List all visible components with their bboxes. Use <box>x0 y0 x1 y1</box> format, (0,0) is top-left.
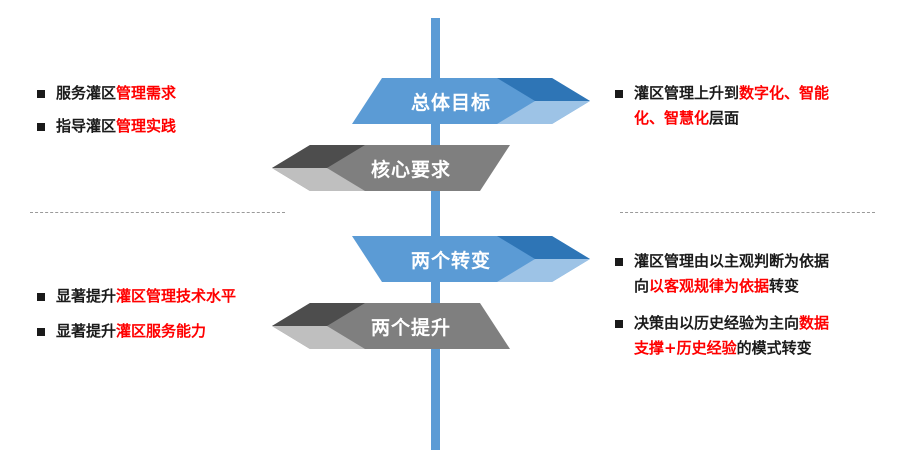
bullet-highlight: 灌区管理技术水平 <box>116 287 237 305</box>
bullet-square-icon <box>37 293 45 301</box>
bullet-square-icon <box>615 320 623 328</box>
bullet-text: 指导灌区 <box>56 117 117 135</box>
sign-requirement: 核心要求 <box>272 145 510 191</box>
list-item: 决策由以历史经验为主向数据 支撑+历史经验的模式转变 <box>612 311 892 361</box>
bullet-highlight: 以客观规律为依据 <box>649 277 770 295</box>
bullet-text: 显著提升 <box>56 322 117 340</box>
sign-improve-shape <box>272 303 510 349</box>
list-item: 服务灌区管理需求 <box>34 81 176 106</box>
bullet-highlight: 管理实践 <box>116 117 177 135</box>
bullet-square-icon <box>37 328 45 336</box>
bullet-square-icon <box>615 258 623 266</box>
sign-transform-label: 两个转变 <box>410 249 491 272</box>
sign-improve-label: 两个提升 <box>370 316 451 339</box>
sign-goal-label: 总体目标 <box>410 91 491 114</box>
bullet-square-icon <box>37 123 45 131</box>
bullet-text: 的模式转变 <box>736 339 812 357</box>
sign-goal-shape <box>352 78 590 124</box>
left-bottom-list: 显著提升灌区管理技术水平 显著提升灌区服务能力 <box>34 284 236 344</box>
divider-left <box>30 212 285 213</box>
bullet-text: 显著提升 <box>56 287 117 305</box>
sign-improve: 两个提升 <box>272 303 510 349</box>
bullet-text: 灌区管理上升到 <box>634 84 740 102</box>
bullet-highlight: 支撑+历史经验 <box>634 339 737 357</box>
right-bottom-list: 灌区管理由以主观判断为依据 向以客观规律为依据转变 决策由以历史经验为主向数据 … <box>612 249 892 361</box>
right-top-list: 灌区管理上升到数字化、智能 化、智慧化层面 <box>612 81 892 131</box>
bullet-text: 灌区管理由以主观判断为依据 <box>634 252 830 270</box>
bullet-text: 层面 <box>709 109 740 127</box>
bullet-highlight: 数字化、智能 <box>739 84 830 102</box>
bullet-square-icon <box>37 90 45 98</box>
list-item: 显著提升灌区服务能力 <box>34 319 236 344</box>
sign-goal: 总体目标 <box>352 78 590 124</box>
bullet-highlight: 数据 <box>799 314 830 332</box>
list-item: 指导灌区管理实践 <box>34 114 176 139</box>
list-item: 显著提升灌区管理技术水平 <box>34 284 236 309</box>
signpost-pole <box>431 18 440 450</box>
sign-requirement-shape <box>272 145 510 191</box>
sign-transform-shape <box>352 236 590 282</box>
left-top-list: 服务灌区管理需求 指导灌区管理实践 <box>34 81 176 139</box>
bullet-text: 向 <box>634 277 650 295</box>
list-item: 灌区管理上升到数字化、智能 化、智慧化层面 <box>612 81 892 131</box>
bullet-highlight: 灌区服务能力 <box>116 322 207 340</box>
list-item: 灌区管理由以主观判断为依据 向以客观规律为依据转变 <box>612 249 892 299</box>
bullet-text: 服务灌区 <box>56 84 117 102</box>
bullet-highlight: 管理需求 <box>116 84 177 102</box>
bullet-square-icon <box>615 90 623 98</box>
bullet-text: 决策由以历史经验为主向 <box>634 314 800 332</box>
sign-requirement-label: 核心要求 <box>370 158 451 181</box>
divider-right <box>620 212 875 213</box>
sign-transform: 两个转变 <box>352 236 590 282</box>
bullet-highlight: 化、智慧化 <box>634 109 710 127</box>
bullet-text: 转变 <box>769 277 800 295</box>
